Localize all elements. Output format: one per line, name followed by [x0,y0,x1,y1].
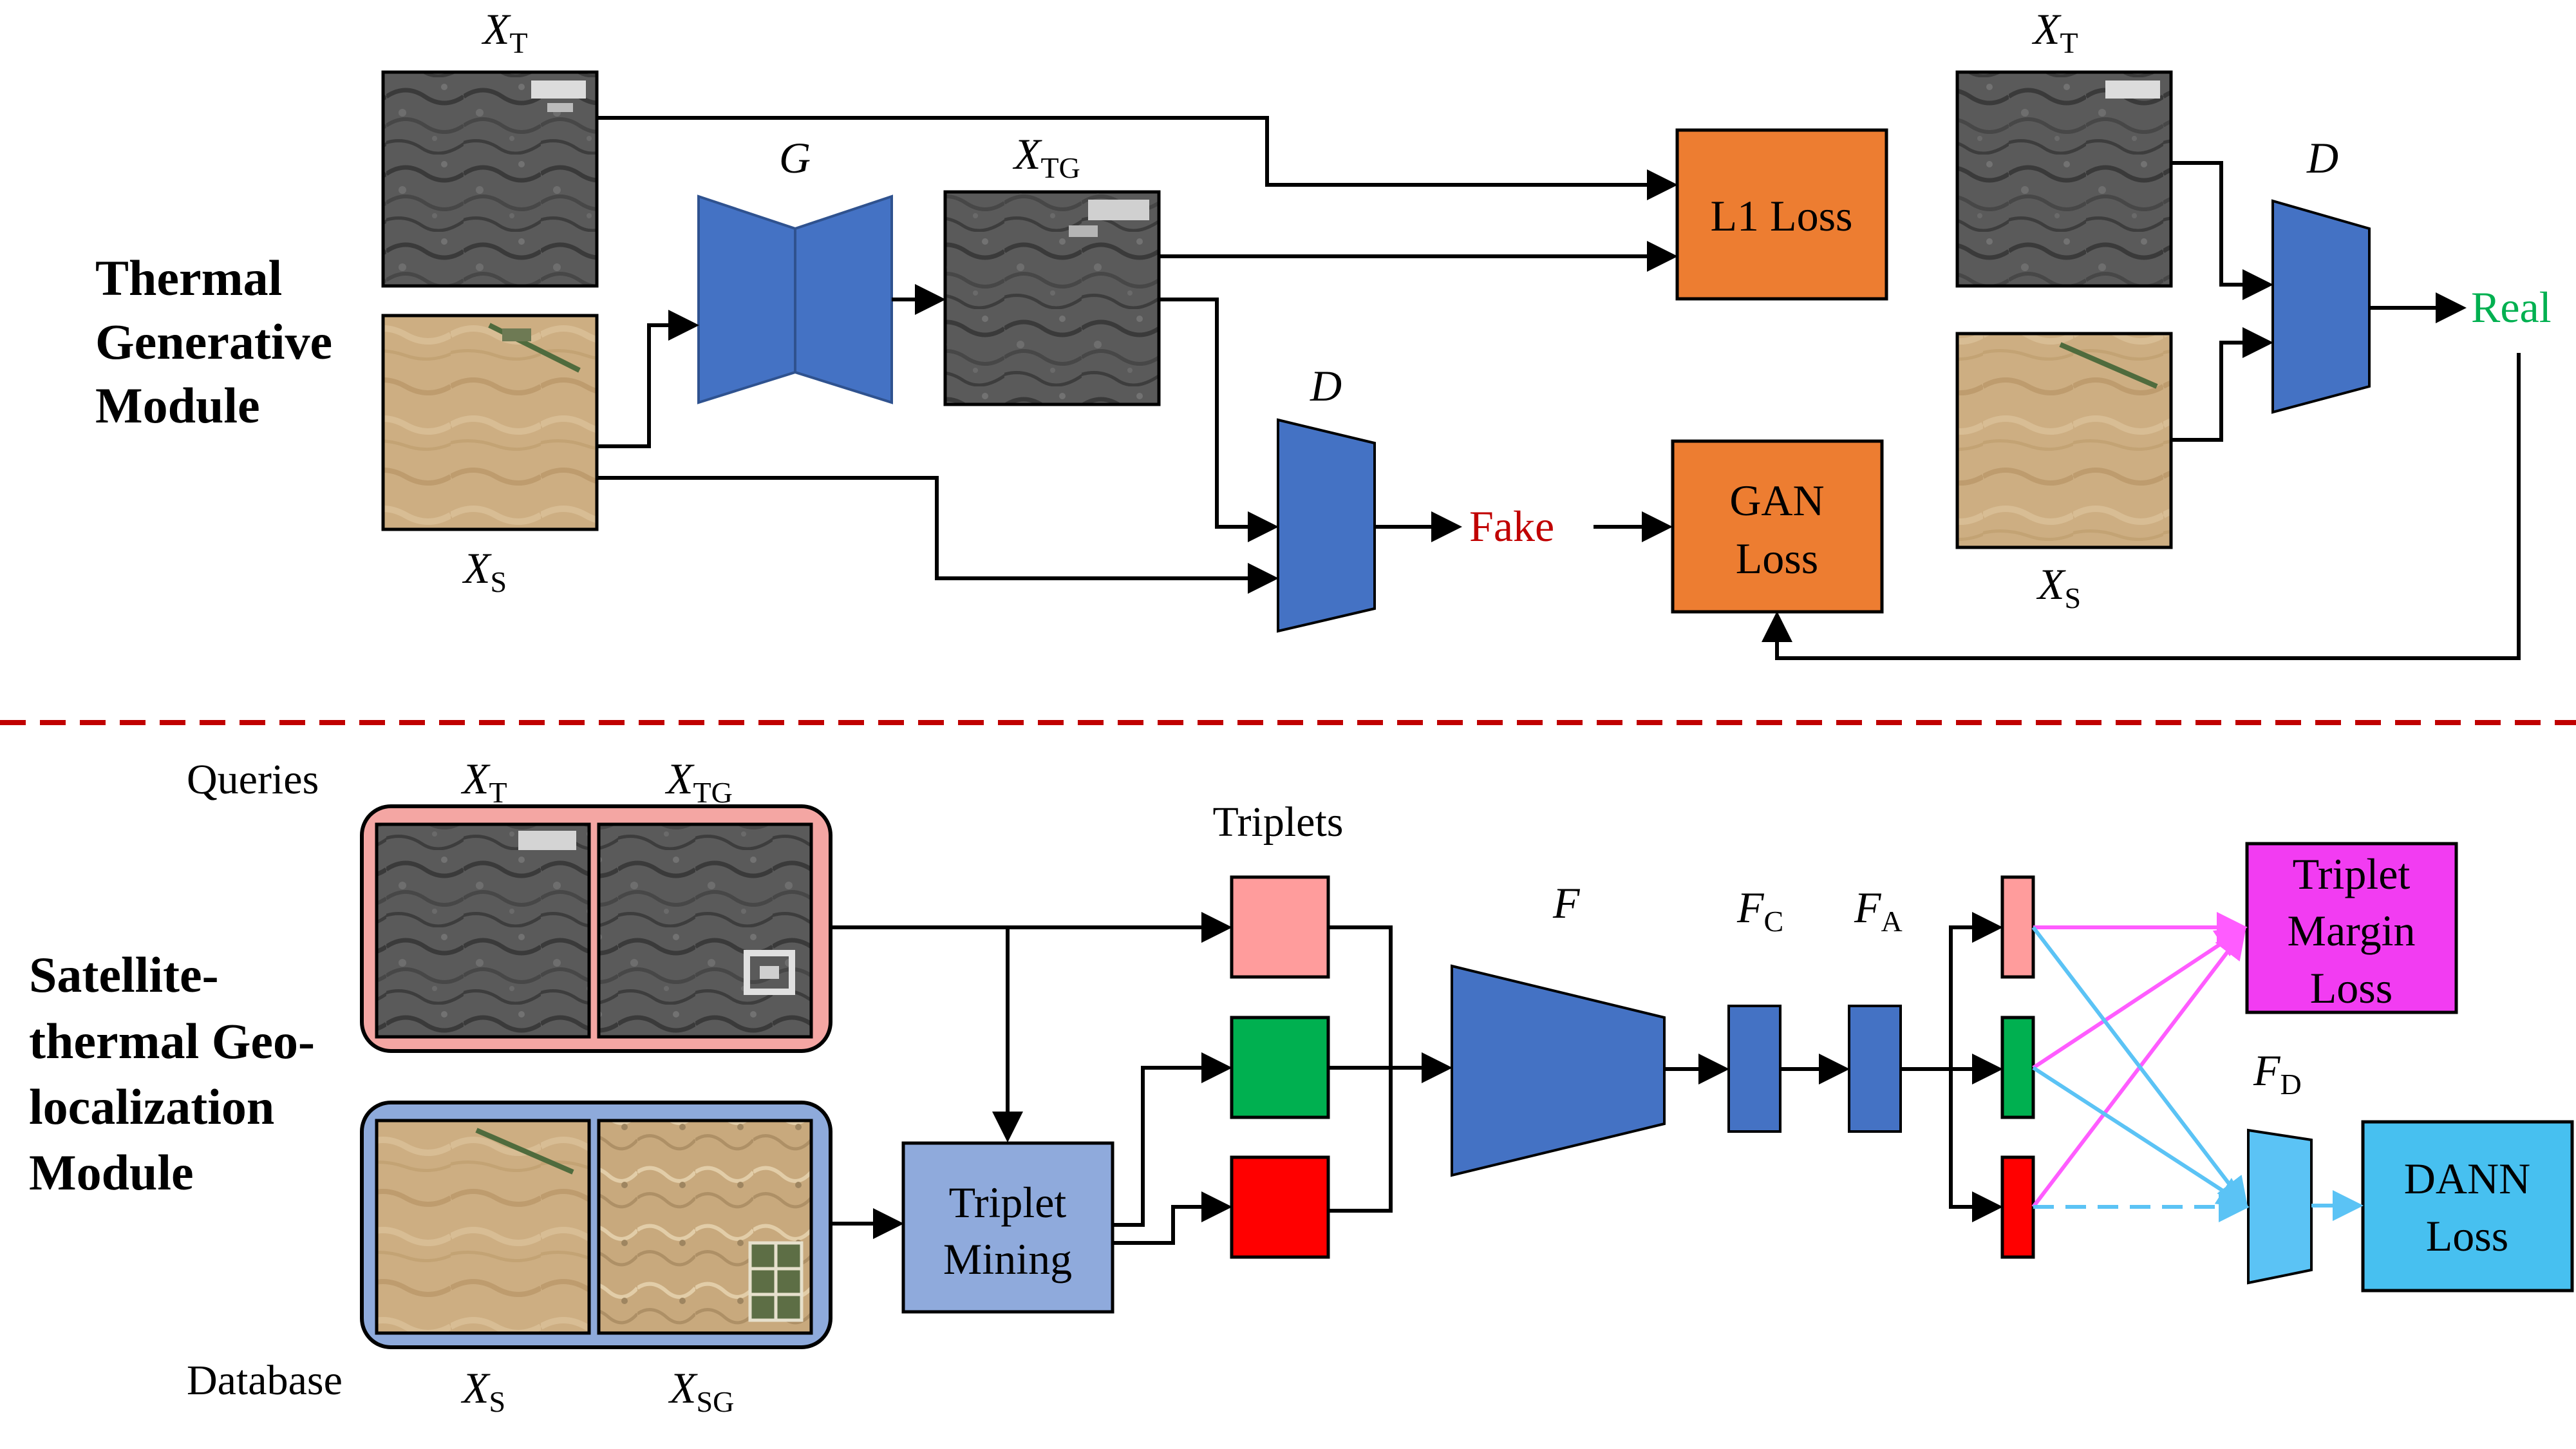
svg-text:Loss: Loss [2426,1211,2508,1260]
thermal-image-query [375,822,591,1039]
label-xtg-bottom: XTG [664,754,733,809]
geolocalization-module: Satellite- thermal Geo- localization Mod… [29,754,2574,1418]
triplet-anchor [1230,875,1330,979]
queries-label: Queries [187,756,319,803]
discriminator-right [2271,199,2371,414]
layer-fc [1727,1005,1782,1133]
database-frame [360,1101,832,1349]
generated-thermal-image-query [597,822,813,1039]
database-label: Database [187,1357,343,1404]
label-fc: FC [1736,883,1783,938]
svg-text:Loss: Loss [2310,963,2393,1012]
module-label-bottom: Satellite- thermal Geo- localization Mod… [29,947,328,1200]
l1-loss-box: L1 Loss [1675,128,1888,301]
dann-loss-box: DANN Loss [2361,1120,2574,1293]
triplets-label: Triplets [1213,799,1344,846]
triplet-mining-box: Triplet Mining [901,1141,1114,1314]
label-xtg-top: XTG [1012,129,1080,184]
discriminator-middle [1277,418,1376,633]
domain-adaptation-connectors [2031,926,2364,1222]
triplet-negative [1230,1155,1330,1259]
queries-frame [360,804,832,1053]
svg-text:Triplet: Triplet [2293,849,2411,898]
triplet-margin-loss-box: Triplet Margin Loss [2245,842,2458,1014]
label-xsg-bottom: XSG [668,1363,734,1418]
label-xt-top-right: XT [2031,5,2078,59]
svg-text:L1 Loss: L1 Loss [1711,191,1853,240]
domain-discriminator-fd [2247,1128,2313,1285]
satellite-image-top-right [1955,332,2173,549]
label-xt-top-left: XT [481,5,528,59]
label-xs-top-left: XS [462,544,507,598]
label-discriminator-right: D [2306,133,2338,182]
embedding-anchor [2000,875,2035,979]
label-xt-bottom: XT [460,754,507,809]
satellite-image-top-left [381,314,599,531]
svg-text:Loss: Loss [1736,534,1818,583]
triplet-positive [1230,1016,1330,1119]
triplet-loss-connectors [2031,912,2248,1208]
label-xs-bottom: XS [460,1363,505,1418]
real-label: Real [2471,283,2552,332]
top-connectors [597,116,2521,660]
label-fd: FD [2253,1046,2302,1101]
svg-text:Triplet: Triplet [949,1178,1067,1227]
generated-thermal-image-top [943,190,1161,406]
thermal-image-top-left [381,70,599,288]
bottom-connectors [831,912,2003,1245]
thermal-generative-module: Thermal Generative Module XT XS G XTG [95,5,2552,660]
svg-text:GAN: GAN [1729,476,1824,525]
label-f: F [1552,878,1581,927]
feature-extractor-f [1451,964,1666,1177]
label-discriminator-middle: D [1310,361,1342,410]
thermal-image-top-right [1955,70,2173,288]
svg-text:Margin: Margin [2288,906,2416,955]
satellite-image-database [375,1119,591,1335]
label-fa: FA [1854,883,1903,938]
gan-loss-box: GAN Loss [1671,439,1884,614]
generator-g [697,194,893,404]
module-label-top: Thermal Generative Module [95,250,345,433]
layer-fa [1848,1005,1902,1133]
fake-label: Fake [1469,502,1554,551]
svg-text:DANN: DANN [2404,1154,2530,1203]
embedding-negative [2000,1155,2035,1259]
svg-text:Mining: Mining [943,1235,1072,1283]
label-xs-top-right: XS [2036,560,2081,614]
label-generator: G [779,133,811,182]
embedding-positive [2000,1016,2035,1119]
